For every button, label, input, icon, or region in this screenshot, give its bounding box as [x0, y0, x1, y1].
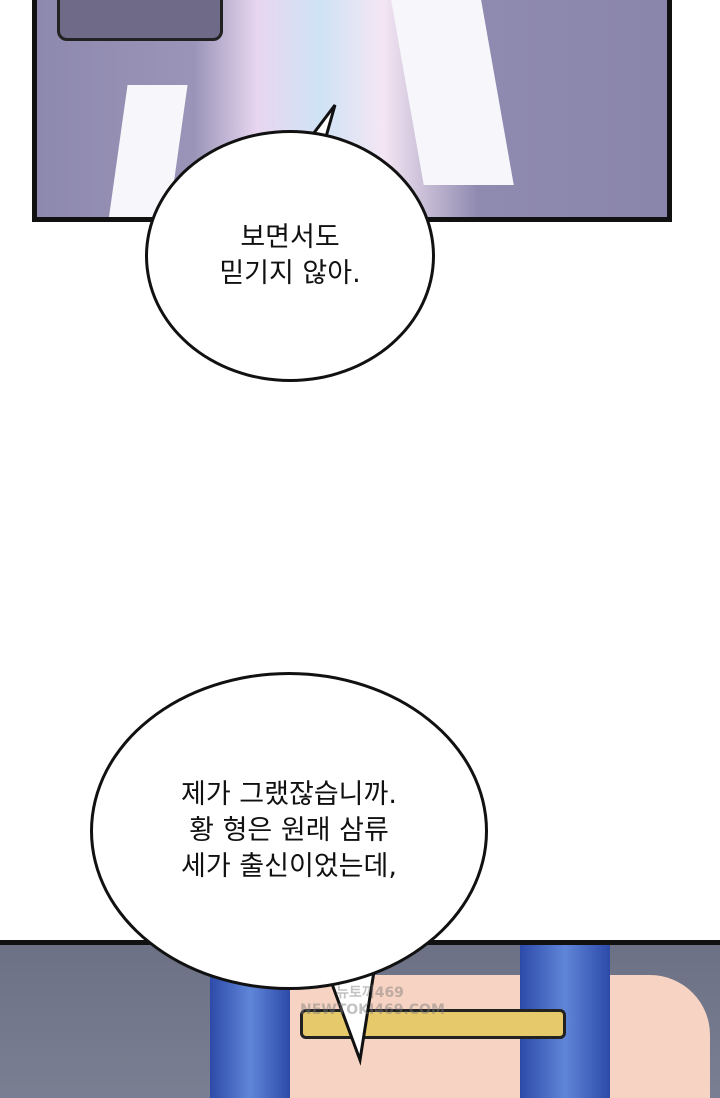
speech-bubble-1: 보면서도 믿기지 않아.	[145, 130, 435, 382]
robe-fold	[390, 0, 514, 185]
headband	[300, 1009, 566, 1039]
speech-text: 제가 그랬잖습니까. 황 형은 원래 삼류 세가 출신이었는데,	[181, 779, 397, 882]
watermark-line: 뉴토끼469	[336, 985, 404, 1001]
sleeve-cuff	[57, 0, 223, 41]
speech-text: 보면서도 믿기지 않아.	[219, 222, 361, 289]
speech-bubble-2: 제가 그랬잖습니까. 황 형은 원래 삼류 세가 출신이었는데,	[90, 672, 488, 990]
watermark: 뉴토끼469 NEWTOKI469.COM	[300, 985, 445, 1019]
watermark-line: NEWTOKI469.COM	[300, 1002, 445, 1018]
